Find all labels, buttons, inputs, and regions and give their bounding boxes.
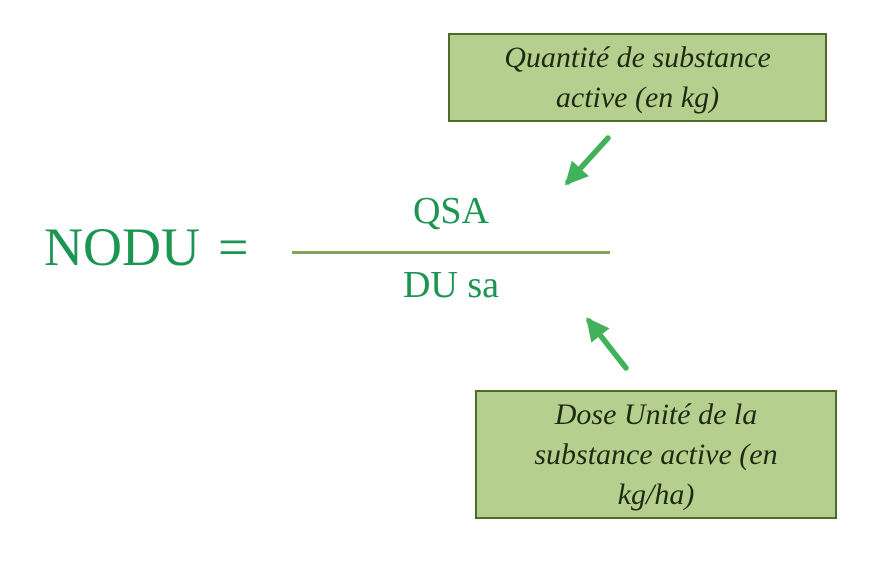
formula-lhs: NODU = xyxy=(44,220,248,274)
callout-bottom-line-2: substance active (en xyxy=(534,437,778,471)
formula-nodu-label: NODU xyxy=(44,217,200,277)
arrow-down-left-icon xyxy=(564,135,611,186)
callout-quantite-substance-active: Quantité de substance active (en kg) xyxy=(448,33,827,122)
equals-sign: = xyxy=(218,217,249,277)
arrow-up-left-icon xyxy=(586,317,629,371)
fraction-numerator-qsa: QSA xyxy=(412,190,490,232)
callout-bottom-line-3: kg/ha) xyxy=(617,477,695,511)
callout-top-line-1: Quantité de substance xyxy=(504,40,771,74)
fraction-bar xyxy=(292,251,610,254)
fraction-denominator-du-sa: DU sa xyxy=(402,264,500,306)
callout-dose-unite-substance-active: Dose Unité de la substance active (en kg… xyxy=(475,390,837,519)
callout-bottom-line-1: Dose Unité de la xyxy=(554,397,758,431)
callout-top-line-2: active (en kg) xyxy=(555,80,720,114)
